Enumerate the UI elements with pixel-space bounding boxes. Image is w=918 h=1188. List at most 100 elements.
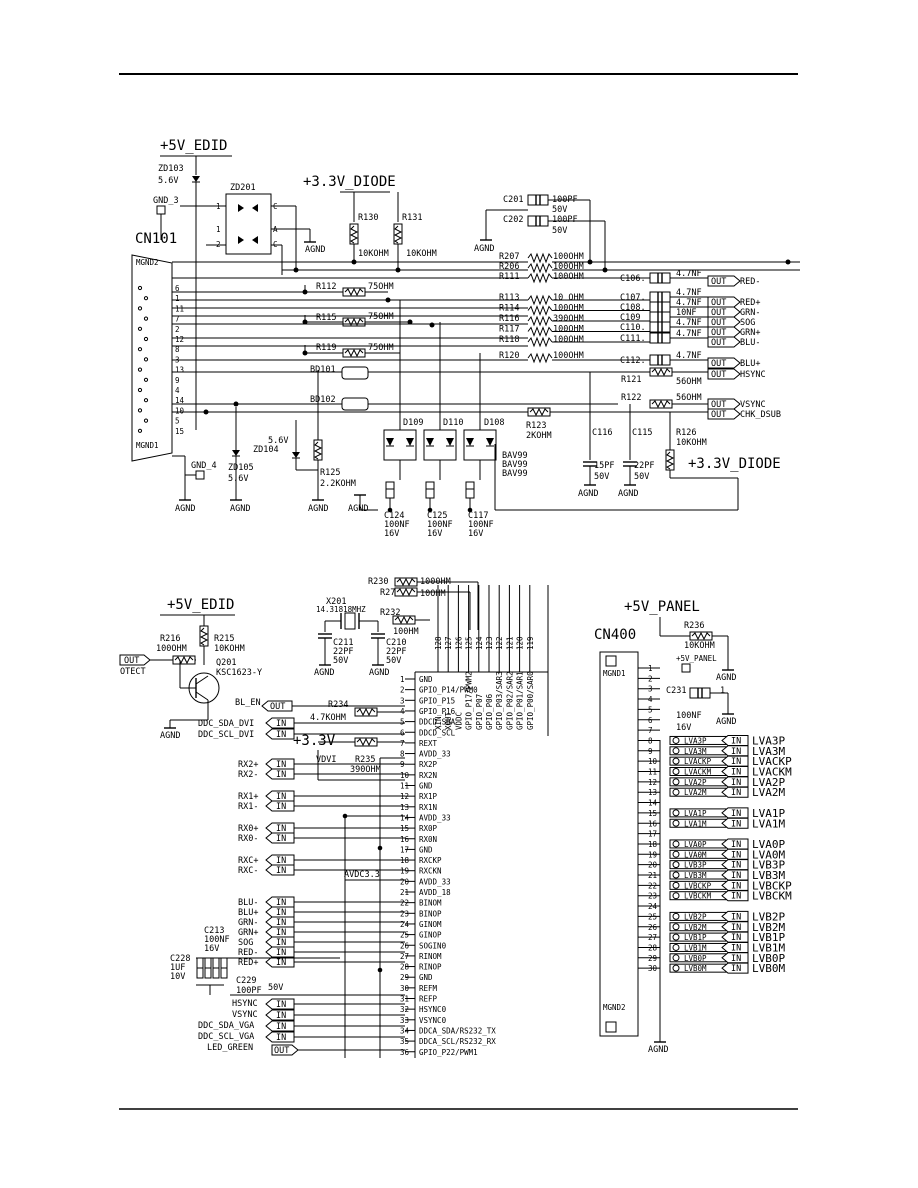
ic-pin-number: 34 (400, 1026, 410, 1035)
d109-label: D109 (403, 418, 423, 428)
r206-label: R206 (499, 262, 519, 272)
ic-pin-number: 36 (400, 1048, 410, 1057)
ic-pin-name: SOGIN0 (419, 941, 447, 950)
lvds-net-inner: LVB3M (684, 871, 707, 880)
ic-top-pin-name: GPIO_P07 (475, 694, 484, 730)
ic-pin-name: RINOM (419, 952, 442, 961)
lvds-in-label: IN (731, 736, 741, 746)
lvds-net-inner: LVB2M (684, 923, 707, 932)
ic-pin-number: 31 (400, 995, 409, 1004)
ic-pin-name: AVDD_33 (419, 877, 451, 886)
coupling-cap-label: C110. (620, 323, 646, 333)
lvds-net-inner: LVA1P (684, 809, 707, 818)
r118-value: 100OHM (553, 335, 584, 345)
ic-pin-number: 30 (400, 984, 410, 993)
r215-label: R215 (214, 634, 234, 644)
c125-voltage: 16V (427, 529, 442, 539)
ic-pin-number: 32 (400, 1005, 409, 1014)
bav99-2: BAV99 (502, 460, 528, 470)
dsub-pin-number: 13 (175, 366, 184, 375)
ic-pin-name: GND (419, 973, 433, 982)
ic-top-pin-number: 126 (454, 636, 463, 650)
out-net-name: RED- (740, 277, 760, 287)
lvds-net-inner: LVA2M (684, 788, 707, 797)
ic-top-pin-number: 123 (485, 636, 494, 650)
lvds-in-label: IN (731, 912, 741, 922)
cn400-pin-number: 9 (648, 747, 653, 756)
dsub-pin-number: 10 (175, 406, 185, 415)
ic-pin-name: DDCA_SCL/RS232_RX (419, 1037, 496, 1046)
cn400-pin-number: 23 (648, 892, 657, 901)
lvds-net-name: LVACKP (752, 755, 792, 768)
r113-label: R113 (499, 293, 519, 303)
cn400-pin-number: 17 (648, 830, 657, 839)
cn400-pin-number: 11 (648, 768, 657, 777)
ic-pin-name: REXT (419, 739, 438, 748)
out-port-label: OUT (711, 400, 726, 410)
dsub-pin-dot (137, 428, 143, 433)
cn400-mgnd2: MGND2 (603, 1003, 626, 1012)
zd201-label: ZD201 (230, 183, 256, 193)
ic-pin-number: 2 (400, 686, 405, 695)
ic-pin-name: REFP (419, 995, 438, 1004)
r116-value: 390OHM (553, 314, 584, 324)
agnd-c201: AGND (474, 244, 494, 254)
gnd3-pad (156, 205, 166, 215)
ic-pin-number: 22 (400, 899, 409, 908)
in-port-label: IN (276, 1011, 286, 1021)
rail-33-diode-bottom: +3.3V_DIODE (688, 456, 781, 472)
cn400-pin-number: 14 (648, 799, 658, 808)
r230-label: R230 (368, 577, 388, 587)
r116-label: R116 (499, 314, 519, 324)
cn400-pin-number: 12 (648, 778, 657, 787)
coupling-cap-value: 4.7NF (676, 329, 702, 339)
r216-label: R216 (160, 634, 180, 644)
ic-pin-number: 10 (400, 771, 410, 780)
lvds-in-label: IN (731, 840, 741, 850)
lvds-net-name: LVA0M (752, 848, 785, 861)
out-port-label: OUT (711, 318, 726, 328)
coupling-cap-label: C108. (620, 303, 646, 313)
r130-value: 10KOHM (358, 249, 389, 259)
dsub-pin-number: 11 (175, 304, 184, 313)
r126-label: R126 (676, 428, 696, 438)
ic-pin-name: RX1P (419, 792, 438, 801)
x201-crystal (344, 612, 356, 630)
ic-pin-number: 26 (400, 941, 410, 950)
lvds-net-name: LVB3P (752, 859, 785, 872)
c124-voltage: 16V (384, 529, 399, 539)
agnd-r125: AGND (308, 504, 328, 514)
cn400-connector (599, 651, 639, 1037)
dsub-pin-dot (137, 408, 143, 413)
ic-pin-name: AVDD_33 (419, 750, 451, 759)
lvds-net-inner: LVA3P (684, 736, 707, 745)
in-port-label: IN (276, 958, 286, 968)
ddc-scl-vga: DDC_SCL_VGA (198, 1032, 254, 1042)
rail-5v-panel: +5V_PANEL (624, 599, 700, 615)
lvds-net-name: LVBCKM (752, 890, 792, 903)
c116-value: 15PF (594, 461, 614, 471)
ic-pin-name: BINOP (419, 909, 442, 918)
c228-label: C228 (170, 954, 190, 964)
in-port-label: IN (276, 856, 286, 866)
c202-label: C202 (503, 215, 523, 225)
lvds-net-name: LVB1M (752, 941, 785, 954)
out-net-name: VSYNC (740, 400, 766, 410)
ic-pin-number: 8 (400, 750, 405, 759)
zd104-value: 5.6V (268, 436, 288, 446)
led-green-out: OUT (274, 1046, 289, 1056)
ic-pin-name: GND (419, 845, 433, 854)
ic-top-pin-name: GPIO_P17/PWM2 (465, 671, 474, 730)
cn400-pin-number: 27 (648, 933, 657, 942)
lvds-net-name: LVB0P (752, 952, 785, 965)
cn400-pin-number: 19 (648, 850, 657, 859)
r117-resistor (527, 327, 553, 336)
lvds-net-inner: LVB3P (684, 861, 707, 870)
dsub-pin-dot (143, 357, 149, 362)
scaler-ic-top-pins: 128XIN127XOUT126VDDC125GPIO_P17/PWM2124G… (434, 585, 535, 730)
cn400-pin-number: 28 (648, 943, 658, 952)
ic-pin-number: 18 (400, 856, 410, 865)
cn400-pin-number: 13 (648, 788, 657, 797)
out-protect-label: OUT (124, 656, 139, 666)
